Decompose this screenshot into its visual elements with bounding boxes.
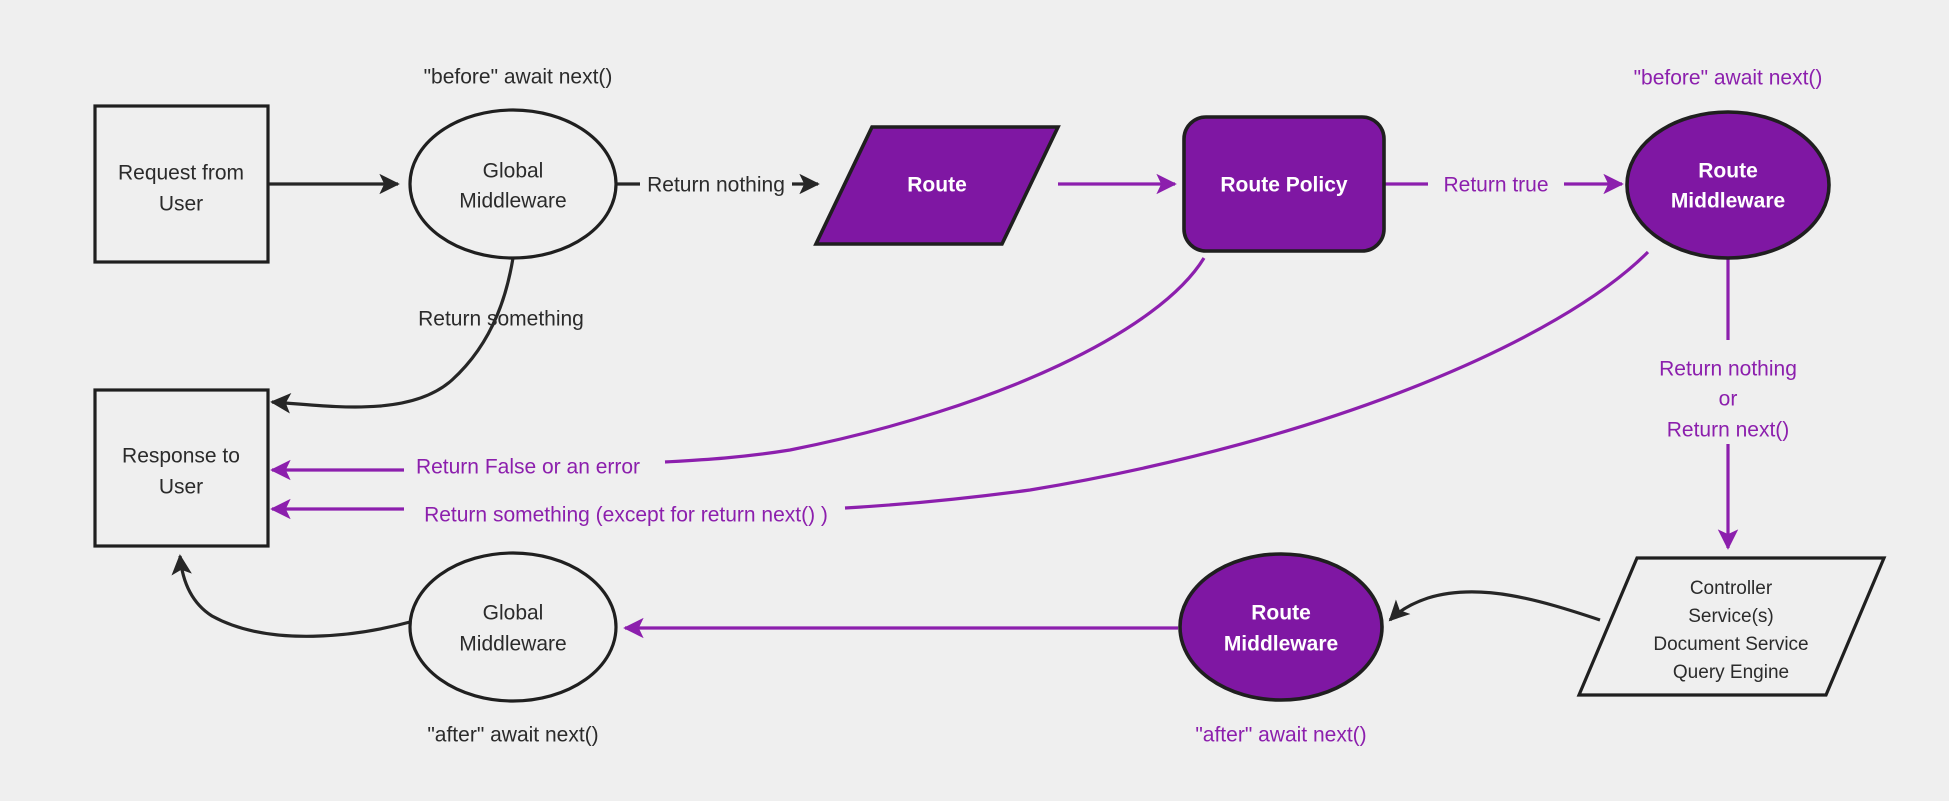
edge-controller-to-route-middleware-bottom (1388, 590, 1601, 622)
controller-stack-line-2: Service(s) (1688, 606, 1774, 627)
edge-label-return-nothing-top: Return nothing (647, 174, 785, 197)
node-controller-stack[interactable]: Controller Service(s) Document Service Q… (1576, 556, 1887, 697)
node-global-middleware-top[interactable]: Global Middleware (408, 108, 618, 260)
response-to-user-line2: User (159, 476, 203, 499)
route-policy-label: Route Policy (1220, 174, 1348, 197)
node-route-middleware-top[interactable]: Route Middleware (1625, 110, 1831, 260)
request-from-user-line1: Request from (118, 162, 244, 185)
edge-label-return-true: Return true (1443, 174, 1548, 197)
route-label: Route (907, 174, 967, 197)
request-from-user-line2: User (159, 193, 203, 216)
global-middleware-bottom-line1: Global (483, 602, 544, 625)
node-route-policy[interactable]: Route Policy (1182, 115, 1386, 253)
route-middleware-bottom-line2: Middleware (1224, 633, 1338, 656)
node-response-to-user[interactable]: Response to User (93, 388, 270, 548)
edge-route-policy-return-false-curve (664, 257, 1206, 464)
node-route[interactable]: Route (813, 125, 1061, 246)
node-global-middleware-bottom[interactable]: Global Middleware (408, 551, 618, 703)
edge-global-middleware-bottom-to-response (171, 554, 411, 638)
edge-label-return-nothing-mw: Return nothing (1659, 358, 1797, 381)
controller-stack-line-1: Controller (1690, 578, 1773, 599)
node-route-middleware-bottom[interactable]: Route Middleware (1178, 552, 1384, 702)
edge-label-return-something-except-next: Return something (except for return next… (424, 504, 828, 527)
edge-global-middleware-return-something (270, 257, 515, 414)
annotation-before-await-next-global: "before" await next() (424, 66, 613, 89)
annotation-before-await-next-route: "before" await next() (1634, 67, 1823, 90)
global-middleware-top-line1: Global (483, 160, 544, 183)
edge-label-or: or (1719, 388, 1738, 411)
global-middleware-bottom-line2: Middleware (459, 633, 566, 656)
edge-route-middleware-return-something-curve (844, 250, 1650, 510)
global-middleware-top-line2: Middleware (459, 190, 566, 213)
annotation-after-await-next-route: "after" await next() (1195, 724, 1366, 747)
edge-label-return-false-or-error: Return False or an error (416, 456, 640, 479)
response-to-user-line1: Response to (122, 445, 240, 468)
route-middleware-top-line2: Middleware (1671, 190, 1785, 213)
annotation-after-await-next-global: "after" await next() (427, 724, 598, 747)
edge-label-return-something-global: Return something (418, 308, 584, 331)
edge-label-return-next-mw: Return next() (1667, 419, 1790, 442)
node-request-from-user[interactable]: Request from User (93, 104, 270, 264)
controller-stack-line-3: Document Service (1653, 634, 1808, 655)
route-middleware-bottom-line1: Route (1251, 602, 1311, 625)
controller-stack-line-4: Query Engine (1673, 662, 1789, 683)
route-middleware-top-line1: Route (1698, 160, 1758, 183)
